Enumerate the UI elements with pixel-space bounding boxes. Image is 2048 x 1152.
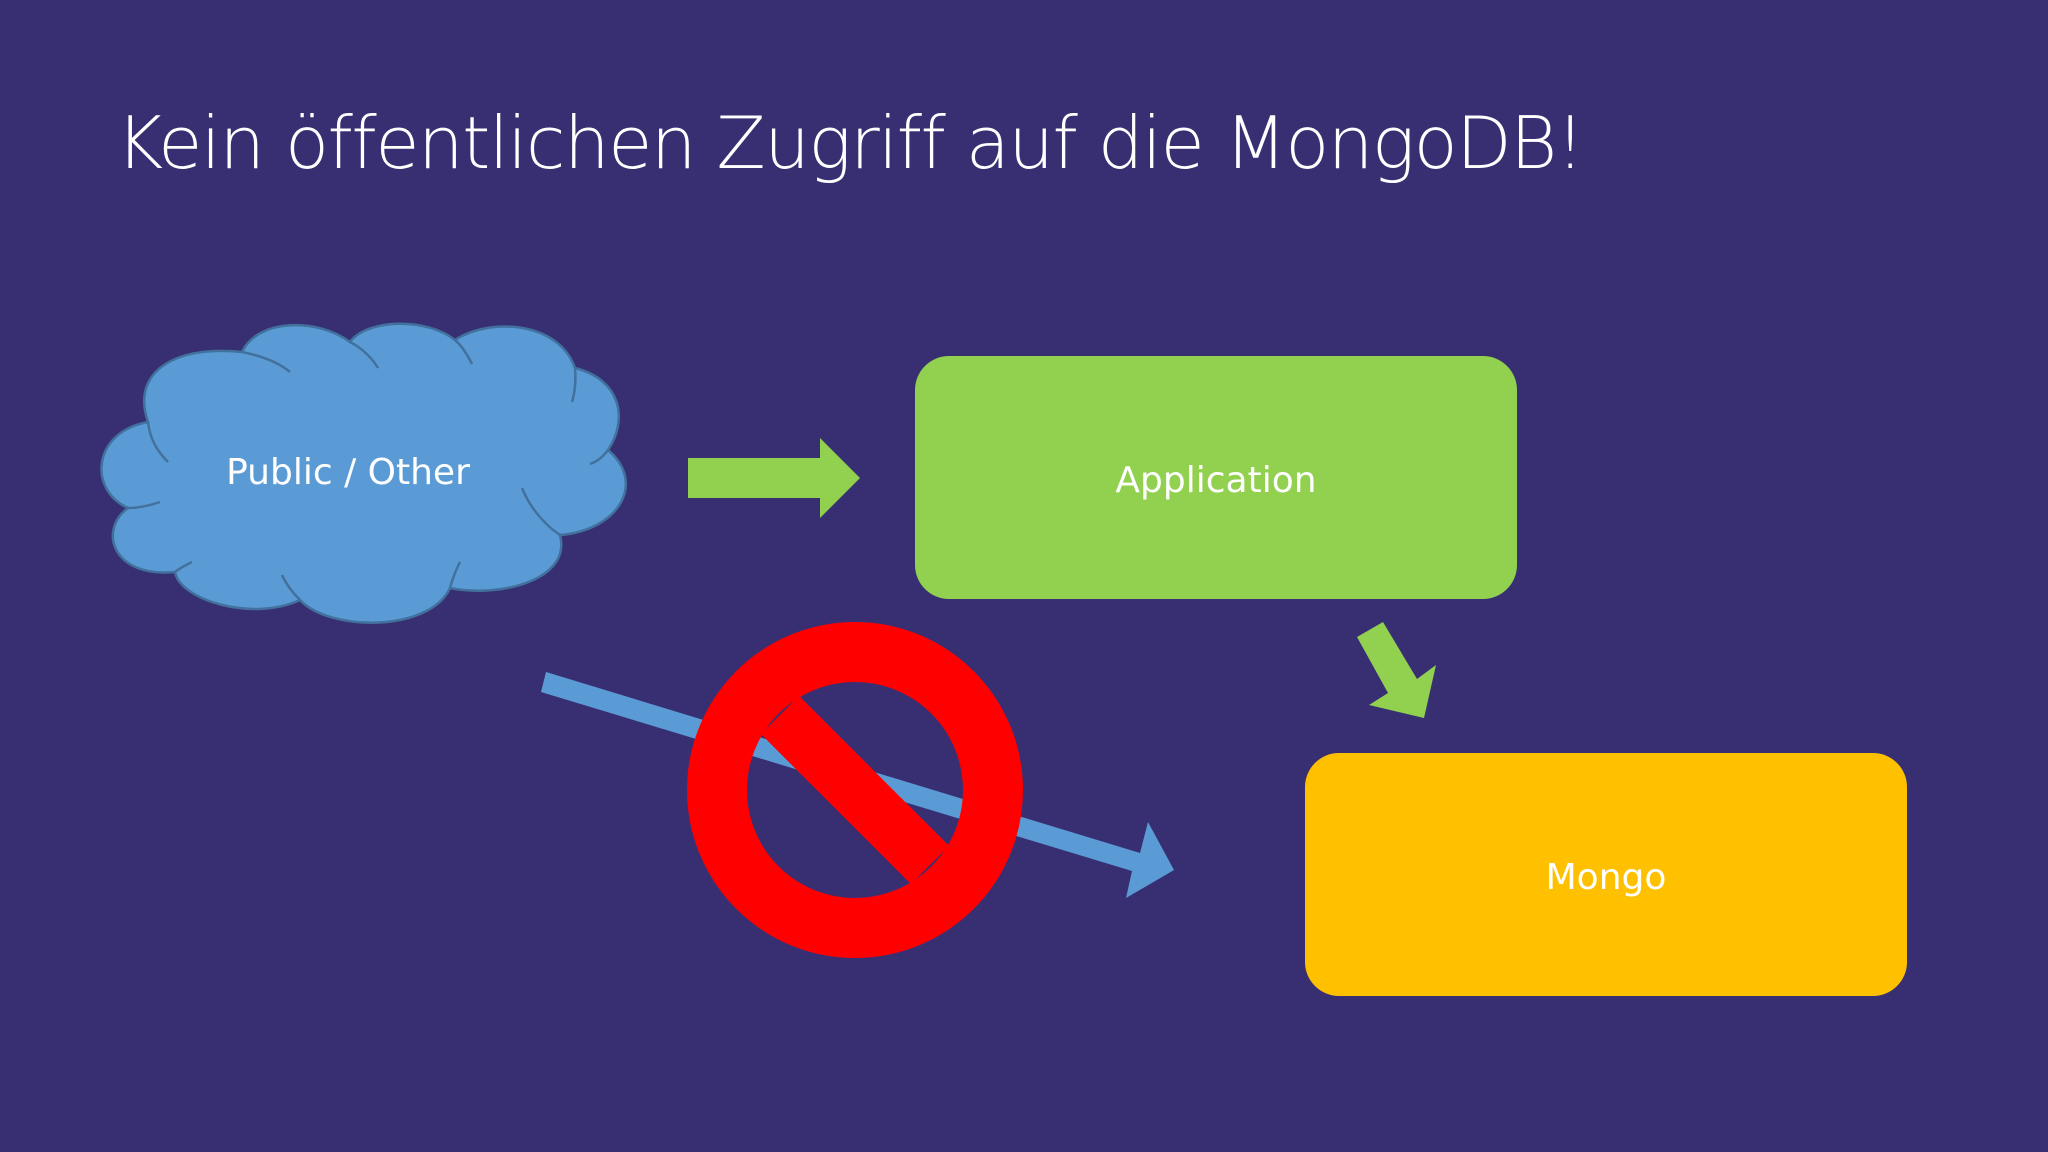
- no-entry-icon: [687, 622, 1023, 958]
- mongo-node: Mongo: [1305, 753, 1907, 996]
- slide-title: Kein öffentlichen Zugriff auf die MongoD…: [116, 101, 1585, 185]
- application-box: [915, 356, 1517, 599]
- arrow-application-to-mongo: [1357, 622, 1436, 718]
- mongo-box: [1305, 753, 1907, 996]
- cloud-icon: [100, 322, 628, 624]
- application-node-label: Application: [1115, 460, 1316, 501]
- public-node-label: Public / Other: [226, 452, 470, 493]
- public-cloud-node: Public / Other: [100, 322, 628, 624]
- application-node: Application: [915, 356, 1517, 599]
- mongo-node-label: Mongo: [1546, 857, 1667, 898]
- arrow-public-to-application: [688, 438, 860, 518]
